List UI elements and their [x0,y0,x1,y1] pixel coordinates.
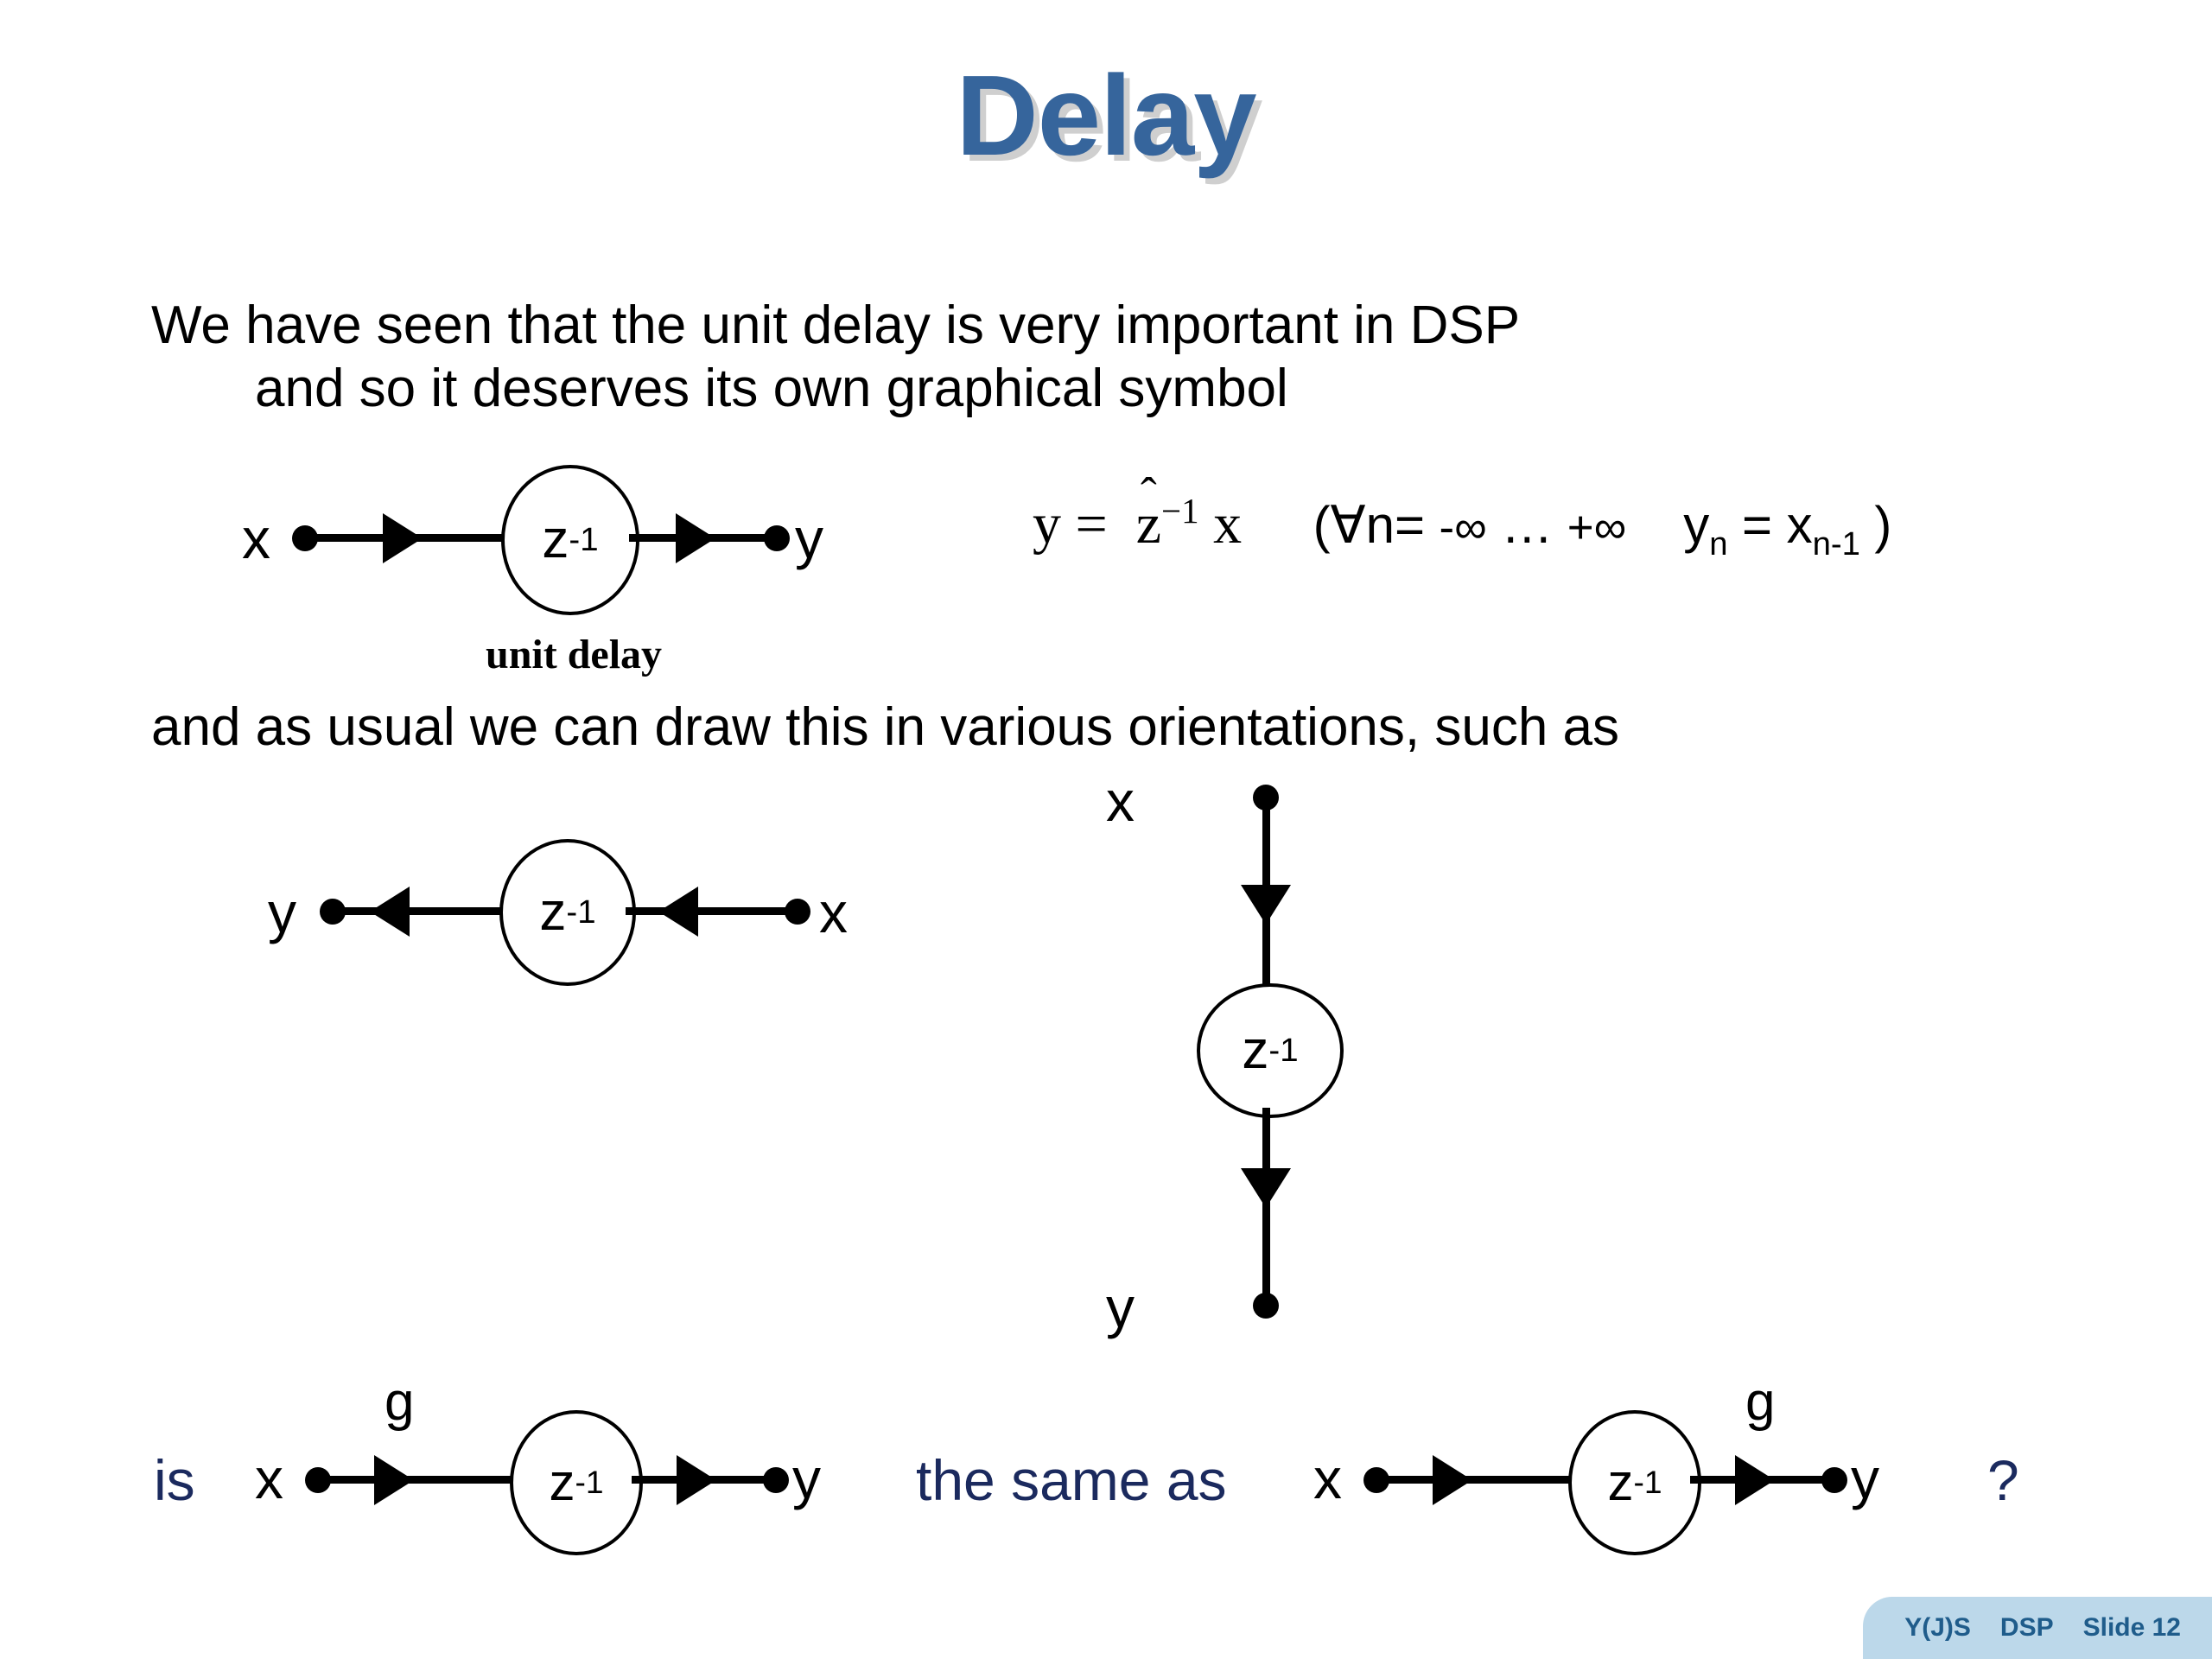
equation-input-sample: x [1786,496,1813,554]
diagram-reversed-delay: y z-1 x [268,839,959,1007]
diagram-reversed-input-label: x [819,880,848,944]
equation-paren-close: ) [1874,496,1892,554]
diagram-horizontal-output-node [764,525,790,551]
slide-footer: Y(J)S DSP Slide 12 [1863,1597,2212,1659]
diagram-reversed-wire-in [626,907,800,915]
diagram-horizontal-caption: unit delay [486,632,663,677]
diagram-vertical-delay: x z-1 y [1106,772,1408,1348]
equation-z-exponent: −1 [1161,492,1199,531]
diagram-horizontal-delay-block: z-1 [501,465,639,615]
diagram-question-left-delay-block: z-1 [510,1410,643,1555]
footer-slide-number: Slide 12 [2082,1613,2181,1642]
diagram-question-right-output-label: y [1851,1446,1879,1510]
diagram-question-left-wire-in [324,1476,514,1484]
diagram-question-left-arrow-out [677,1455,716,1505]
question-middle-text: the same as [916,1448,1227,1512]
diagram-reversed-arrow-in [658,887,698,937]
equation-negative-infinity: -∞ [1439,502,1487,553]
diagram-reversed-wire-out [330,907,503,915]
diagram-question-left-output-node [763,1467,789,1493]
diagram-reversed-arrow-out [370,887,410,937]
equation-relation-equals: = [1742,496,1773,554]
diagram-question-left-output-label: y [792,1446,821,1510]
diagram-question-right-delay-block: z-1 [1568,1410,1701,1555]
diagram-vertical-delay-block: z-1 [1197,983,1344,1118]
diagram-reversed-output-label: y [268,880,296,944]
equation-forall-symbol: ∀ [1330,496,1366,554]
delay-block-base: z [539,882,567,942]
question-prefix-text: is [154,1448,195,1512]
equation-positive-infinity: +∞ [1567,502,1627,553]
delay-block-base: z [542,510,569,569]
paragraph-1-line-1: We have seen that the unit delay is very… [151,296,1521,355]
diagram-horizontal-arrow-out [676,513,715,563]
body-paragraph-2: and as usual we can draw this in various… [151,696,1619,759]
diagram-question-right-arrow-out [1735,1455,1775,1505]
diagram-question-left-input-label: x [255,1446,283,1510]
diagram-question-right-gain-label: g [1745,1372,1776,1432]
diagram-question-right: x z-1 g y [1313,1376,1936,1590]
diagram-reversed-input-node [785,899,810,925]
delay-block-base: z [1242,1020,1269,1080]
diagram-vertical-arrow-out [1241,1168,1291,1208]
equation-output-sample: y [1683,496,1710,554]
equation-equals: = [1075,493,1108,556]
diagram-vertical-output-node [1253,1293,1279,1319]
diagram-question-right-wire-in [1382,1476,1573,1484]
diagram-question-right-arrow-in [1433,1455,1472,1505]
delay-block-exponent: -1 [1268,1031,1299,1069]
footer-course: DSP [1999,1613,2054,1642]
diagram-question-left-gain-label: g [385,1372,415,1432]
diagram-horizontal-delay: x z-1 y unit delay [242,465,933,677]
diagram-horizontal-arrow-in [383,513,423,563]
diagram-reversed-delay-block: z-1 [499,839,636,986]
equation-range-equals: = [1394,496,1426,554]
footer-author: Y(J)S [1904,1613,1971,1642]
delay-block-exponent: -1 [575,1464,604,1501]
diagram-horizontal-output-label: y [795,506,823,570]
delay-block-base: z [549,1453,575,1511]
delay-block-exponent: -1 [566,893,596,931]
paragraph-1-line-2: and so it deserves its own graphical sym… [255,359,1288,419]
equation-output-subscript: n [1709,525,1728,563]
diagram-horizontal-input-label: x [242,506,270,570]
delay-block-exponent: -1 [569,520,599,558]
paragraph-2-line-1: and as usual we can draw this in various… [151,697,1620,757]
diagram-question-left-arrow-in [374,1455,414,1505]
page-title: Delay [956,52,1256,179]
diagram-question-right-input-label: x [1313,1446,1342,1510]
equation-z-base: z [1135,493,1162,556]
equation-lhs: y [1033,493,1061,556]
equation-ellipsis: … [1501,496,1554,554]
equation-input-subscript: n-1 [1812,525,1860,563]
diagram-vertical-output-label: y [1106,1275,1135,1339]
equation-rhs: x [1213,493,1243,556]
diagram-vertical-arrow-in [1241,885,1291,925]
diagram-question-left: x g z-1 y [255,1376,877,1590]
delay-block-exponent: -1 [1633,1464,1662,1501]
diagram-question-right-output-node [1821,1467,1847,1493]
body-paragraph-1: We have seen that the unit delay is very… [151,294,1520,420]
delay-block-base: z [1607,1453,1634,1511]
diagram-vertical-input-label: x [1106,769,1135,833]
equation-z-hat-accent: ˆ [1141,468,1157,523]
equation-index-var: n [1365,496,1395,554]
question-suffix-text: ? [1987,1448,2019,1512]
equation-paren-open: ( [1313,496,1331,554]
